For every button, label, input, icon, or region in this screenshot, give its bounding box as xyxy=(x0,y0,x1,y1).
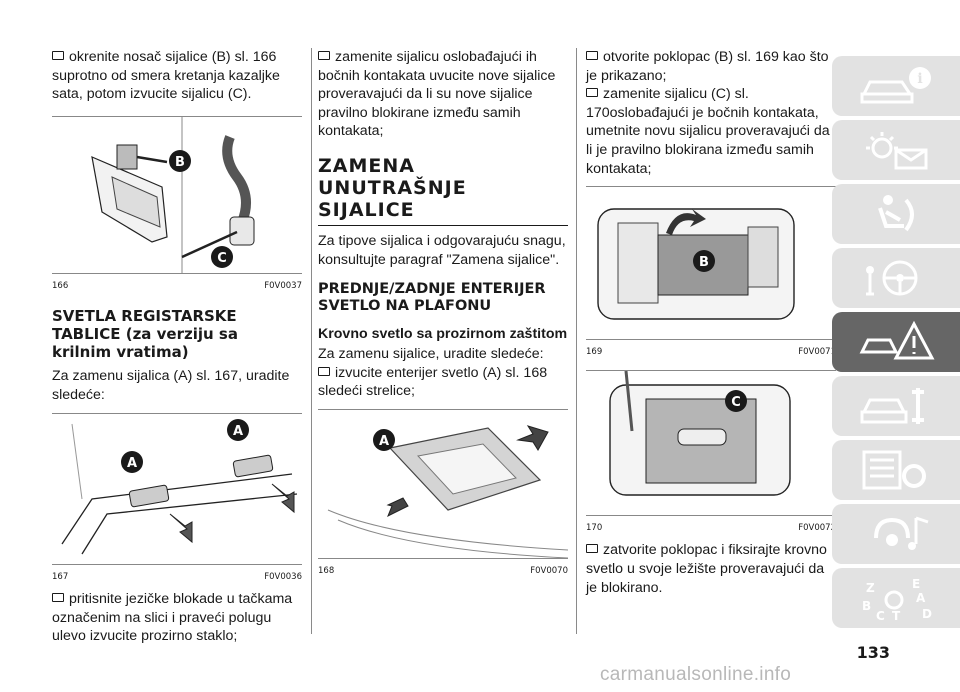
svg-text:E: E xyxy=(912,577,920,591)
breakdown-icon xyxy=(859,320,935,360)
warning-lights-icon xyxy=(866,132,928,170)
intro-text: Za tipove sijalica i odgovarajuću snagu,… xyxy=(318,232,566,268)
step-text: zamenite sijalicu (C) sl. 170oslobađajuć… xyxy=(586,86,830,177)
svg-text:D: D xyxy=(922,607,932,621)
svg-text:B: B xyxy=(699,255,709,270)
bulb-replace-illustration: C xyxy=(609,370,791,496)
section-heading: ZAMENA UNUTRAŠNJE SIJALICE xyxy=(318,155,568,226)
step-text: otvorite poklopac (B) sl. 169 kao što je… xyxy=(586,49,829,84)
column-2: zamenite sijalicu oslobađajući ih bočnih… xyxy=(318,48,568,581)
step-text: zatvorite poklopac i fiksirajte krovno s… xyxy=(586,542,827,596)
index-icon: Z E A B C T D xyxy=(862,577,932,622)
callout-a: A xyxy=(227,418,249,441)
step-text: zamenite sijalicu oslobađajući ih bočnih… xyxy=(318,49,556,140)
step-text: izvucite enterijer svetlo (A) sl. 168 sl… xyxy=(318,364,548,400)
column-3: otvorite poklopac (B) sl. 169 kao što je… xyxy=(586,48,836,597)
multimedia-icon xyxy=(874,516,929,550)
chapter-tabs: i Z E A B C T D xyxy=(832,56,960,632)
tab-car-service[interactable] xyxy=(832,376,960,436)
cover-open-illustration: B xyxy=(597,208,795,320)
car-service-icon xyxy=(860,388,924,424)
checkbox-bullet-icon xyxy=(586,88,598,98)
tab-breakdown[interactable] xyxy=(832,312,960,372)
step-text: okrenite nosač sijalice (B) sl. 166 supr… xyxy=(52,49,280,103)
tab-warning-lights[interactable] xyxy=(832,120,960,180)
figure-166: B C xyxy=(52,115,302,273)
callout-c: C xyxy=(725,389,747,412)
callout-b: B xyxy=(169,149,191,172)
checkbox-bullet-icon xyxy=(318,51,330,60)
step-text: pritisnite jezičke blokade u tačkama ozn… xyxy=(52,591,293,645)
plate-light-illustration: A A xyxy=(61,418,298,554)
checkbox-bullet-icon xyxy=(52,51,64,60)
sub-subheading: Krovno svetlo sa prozirnom zaštitom xyxy=(318,326,568,343)
callout-c: C xyxy=(211,245,233,268)
bulb-holder-illustration: B C xyxy=(91,116,255,273)
tab-seat-airbag[interactable] xyxy=(832,184,960,244)
svg-text:T: T xyxy=(892,609,901,622)
tab-specs[interactable] xyxy=(832,440,960,500)
subsection-heading: PREDNJE/ZADNJE ENTERIJER SVETLO NA PLAFO… xyxy=(318,281,546,315)
callout-b: B xyxy=(693,250,715,273)
svg-text:C: C xyxy=(876,609,885,622)
checkbox-bullet-icon xyxy=(586,544,598,554)
figure-167: A A xyxy=(52,412,302,564)
svg-text:i: i xyxy=(917,71,922,87)
figure-170: C xyxy=(586,369,836,515)
steering-key-icon xyxy=(866,260,918,296)
specs-icon xyxy=(862,450,926,490)
car-info-icon: i xyxy=(860,67,931,104)
figure-169: B xyxy=(586,186,836,339)
figure-168: A xyxy=(318,408,568,558)
watermark: carmanualsonline.info xyxy=(600,664,792,685)
tab-steering-key[interactable] xyxy=(832,248,960,308)
checkbox-bullet-icon xyxy=(318,366,330,376)
svg-text:A: A xyxy=(233,424,243,439)
svg-text:C: C xyxy=(731,395,741,410)
column-1: okrenite nosač sijalice (B) sl. 166 supr… xyxy=(52,48,302,646)
callout-a: A xyxy=(373,428,395,451)
section-heading: SVETLA REGISTARSKE TABLICE (za verziju s… xyxy=(52,307,238,362)
svg-text:B: B xyxy=(175,155,185,170)
svg-text:A: A xyxy=(379,434,389,449)
column-divider xyxy=(311,48,312,634)
column-divider xyxy=(576,48,577,634)
page-number: 133 xyxy=(856,643,890,662)
svg-text:C: C xyxy=(217,251,227,266)
svg-text:Z: Z xyxy=(866,581,875,595)
svg-text:A: A xyxy=(127,456,137,471)
svg-text:B: B xyxy=(862,599,871,613)
intro-text: Za zamenu sijalica (A) sl. 167, uradite … xyxy=(52,368,290,403)
intro-text: Za zamenu sijalice, uradite sledeće: xyxy=(318,346,544,363)
dome-light-illustration: A xyxy=(327,425,568,558)
checkbox-bullet-icon xyxy=(52,593,64,603)
tab-index[interactable]: Z E A B C T D xyxy=(832,568,960,628)
checkbox-bullet-icon xyxy=(586,51,598,60)
seat-airbag-icon xyxy=(878,195,914,232)
svg-text:A: A xyxy=(916,591,926,605)
tab-multimedia[interactable] xyxy=(832,504,960,564)
tab-car-info[interactable]: i xyxy=(832,56,960,116)
callout-a: A xyxy=(121,450,143,473)
